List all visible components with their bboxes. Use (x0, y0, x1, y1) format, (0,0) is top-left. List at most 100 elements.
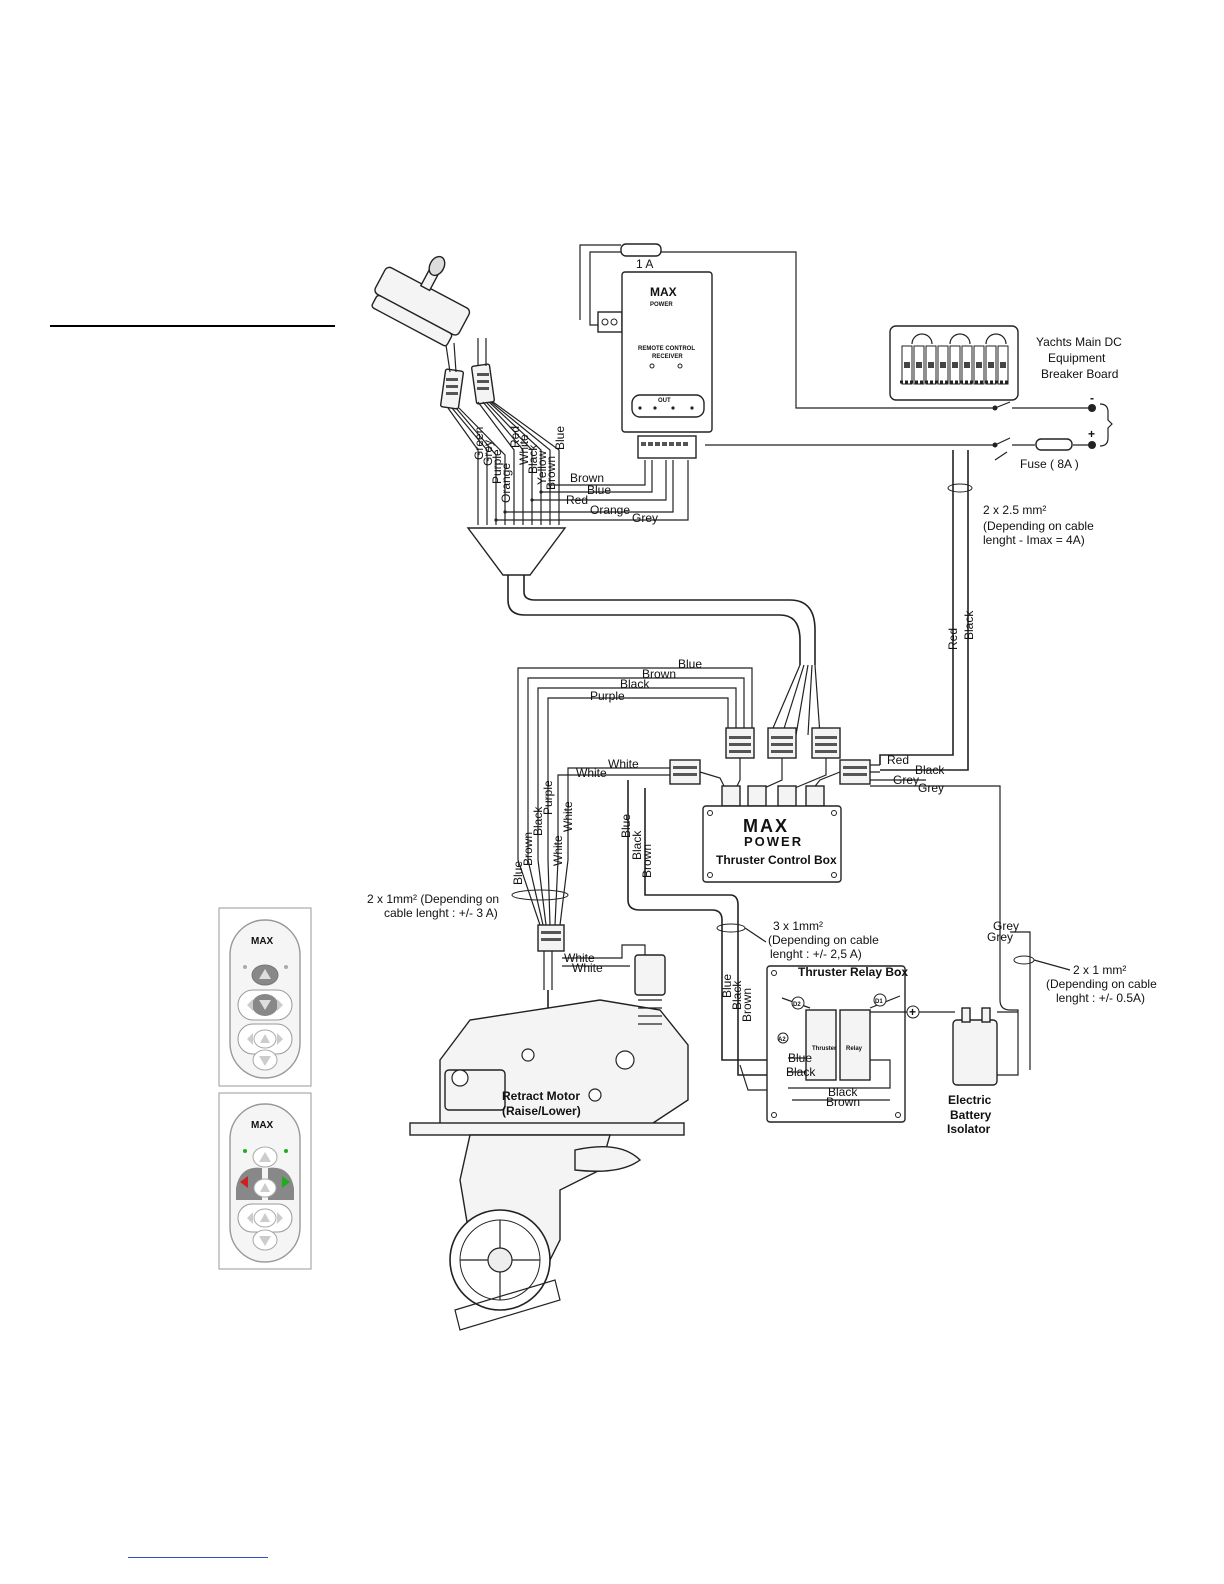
white-wires: White White (557, 757, 670, 860)
isolator-wire-grey-2: Grey (987, 930, 1013, 944)
white-wire-1: White (608, 757, 639, 771)
lv-wire-purple: Purple (541, 780, 555, 815)
remote-1-brand: MAX (251, 936, 274, 947)
motor-wire-white-2: White (572, 961, 603, 975)
joystick-wire-bundle (447, 401, 560, 525)
battery-isolator: Grey Grey 2 x 1 mm² (Depending on cable … (947, 919, 1157, 1136)
remote-2-brand: MAX (251, 1120, 274, 1131)
rx-wire-red: Red (566, 493, 588, 507)
footer-link-rule (128, 1557, 268, 1558)
receiver-title: REMOTE CONTROL (638, 346, 695, 352)
right-wire-red: Red (887, 753, 909, 767)
loop-wire-blue: Blue (678, 657, 702, 671)
retract-motor-label-1: Retract Motor (502, 1089, 580, 1103)
wire-label-green: Green (472, 427, 486, 460)
breaker-label-3: Breaker Board (1041, 367, 1118, 381)
receiver-brand-2: POWER (650, 302, 673, 308)
cable-relay-1: 3 x 1mm² (773, 919, 823, 933)
loop-wire-black: Black (620, 677, 650, 691)
relay-relay-label: Relay (846, 1046, 863, 1052)
relay-plus: + (909, 1005, 916, 1019)
isolator-label-3: Isolator (947, 1122, 991, 1136)
supply-wire-black: Black (962, 610, 976, 640)
fuse-1a (620, 243, 662, 257)
control-box-label: Thruster Control Box (716, 853, 837, 867)
rx-wire-blue: Blue (587, 483, 611, 497)
cable-funnel (466, 527, 821, 736)
header-rule (50, 325, 335, 327)
receiver-wires: Brown Blue Red Orange Grey (494, 460, 689, 525)
isolator-wire-grey-1: Grey (993, 919, 1019, 933)
wire-label-purple: Purple (490, 449, 504, 484)
wire-label-brown: Brown (544, 456, 558, 490)
right-wire-black: Black (915, 763, 945, 777)
joystick-wire-labels: Green Grey Purple Orange Red White Black… (472, 426, 567, 503)
relay-feed-wires: Blue Black Brown Blue Black Brown 3 x 1m… (619, 780, 879, 1091)
retract-thruster-unit: Retract Motor (Raise/Lower) (409, 954, 689, 1331)
control-box-connectors (669, 727, 871, 807)
lv-wire-brown: Brown (521, 832, 535, 866)
isolator-label-1: Electric (948, 1093, 992, 1107)
remote-control-receiver: 1 A MAX POWER REMOTE CONTROL RECEIVER OU… (579, 243, 995, 459)
relay-feed-black: Black (630, 830, 644, 860)
fuse-1a-label: 1 A (636, 257, 653, 271)
relay-box-title: Thruster Relay Box (798, 965, 908, 979)
cable-relay-3: lenght : +/- 2,5 A) (770, 947, 862, 961)
right-wire-grey-1: Grey (893, 773, 919, 787)
rx-wire-brown: Brown (570, 471, 604, 485)
rx-wire-orange: Orange (590, 503, 630, 517)
cable-isolator-1: 2 x 1 mm² (1073, 963, 1126, 977)
cable-main-2: (Depending on cable (983, 519, 1094, 533)
cable-motor-2: cable lenght : +/- 3 A) (384, 906, 498, 920)
relay-vert-brown: Brown (740, 988, 754, 1022)
receiver-out-label: OUT (658, 398, 671, 404)
lv-wire-blue: Blue (511, 861, 525, 885)
joystick-control-panel (371, 255, 495, 410)
left-vertical-wire-labels: Blue Brown Black Purple White White (511, 780, 575, 885)
wire-label-white: White (517, 434, 531, 465)
wire-label-yellow: Yellow (535, 450, 549, 485)
retract-motor-label-2: (Raise/Lower) (502, 1104, 581, 1118)
wire-label-red: Red (508, 426, 522, 448)
lv-wire-white-2: White (561, 801, 575, 832)
polarity-minus: - (1090, 391, 1094, 405)
loop-wire-brown: Brown (642, 667, 676, 681)
control-box-brand: MAX (743, 816, 789, 836)
remote-handset-1: MAX (218, 907, 312, 1087)
breaker-label-2: Equipment (1048, 351, 1106, 365)
relay-feed-brown: Brown (640, 844, 654, 878)
relay-d2: D2 (793, 1002, 801, 1008)
receiver-brand: MAX (650, 285, 677, 299)
cable-isolator-3: lenght : +/- 0.5A) (1056, 991, 1145, 1005)
lv-wire-white-1: White (551, 835, 565, 866)
polarity-plus: + (1088, 427, 1095, 441)
control-box-brand-2: POWER (744, 834, 803, 849)
wire-label-black: Black (526, 444, 540, 474)
receiver-subtitle: RECEIVER (652, 354, 683, 360)
cable-motor-1: 2 x 1mm² (Depending on (367, 892, 499, 906)
right-wire-grey-2: Grey (918, 781, 944, 795)
relay-vert-black: Black (730, 980, 744, 1010)
breaker-label-1: Yachts Main DC (1036, 335, 1122, 349)
fuse-main-label: Fuse ( 8A ) (1020, 457, 1079, 471)
remote-handset-2: MAX (218, 1092, 312, 1270)
relay-vert-blue: Blue (720, 974, 734, 998)
breaker-board: Yachts Main DC Equipment Breaker Board (889, 325, 1122, 401)
loop-wire-purple: Purple (590, 689, 625, 703)
cable-main-3: lenght - Imax = 4A) (983, 533, 1085, 547)
relay-feed-blue: Blue (619, 814, 633, 838)
cable-relay-2: (Depending on cable (768, 933, 879, 947)
relay-inner-black-1: Black (786, 1065, 816, 1079)
wire-label-grey: Grey (481, 440, 495, 466)
upper-loop-wires: Blue Brown Black Purple (517, 657, 753, 860)
thruster-relay-box: Thruster Relay Box D2 D1 A2 Thruster Rel… (766, 965, 955, 1123)
wire-label-blue: Blue (553, 426, 567, 450)
main-supply: - + Fuse ( 8A ) 2 x 2.5 mm² (Depending o… (879, 391, 1113, 771)
rx-wire-grey: Grey (632, 511, 658, 525)
supply-wire-red: Red (946, 628, 960, 650)
white-wire-2: White (576, 766, 607, 780)
thruster-control-box: MAX POWER Thruster Control Box (702, 805, 842, 883)
right-side-wires: Red Black Grey Grey (870, 753, 1001, 930)
cable-isolator-2: (Depending on cable (1046, 977, 1157, 991)
